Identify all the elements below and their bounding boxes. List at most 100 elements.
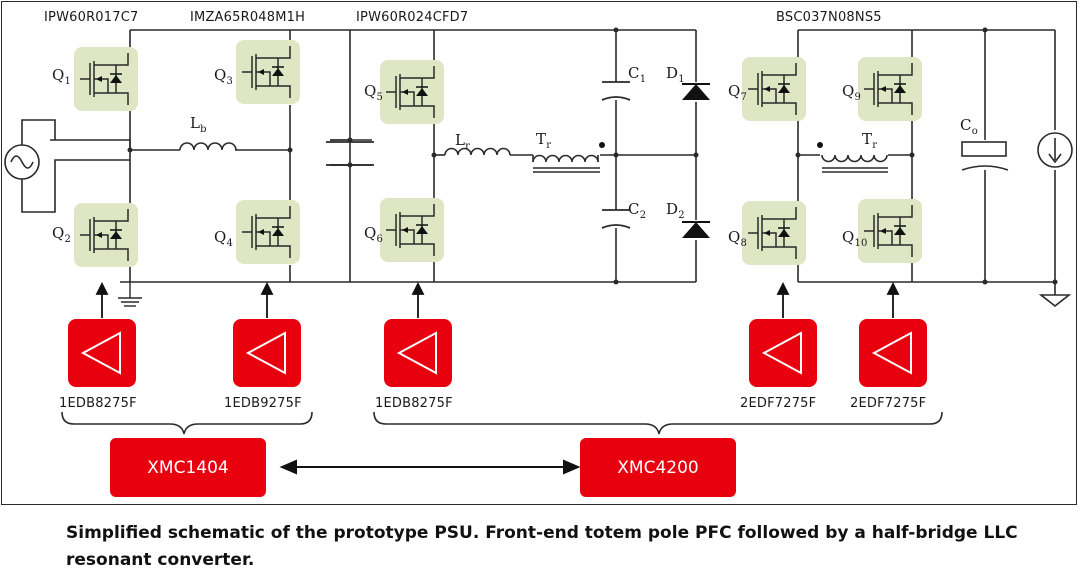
mosfet-q7 [742, 57, 806, 121]
designator-letter: C [960, 116, 972, 134]
designator-c1: C1 [628, 64, 646, 85]
polarity-dot-secondary [817, 142, 823, 148]
part-label-ipw60r017c7: IPW60R017C7 [44, 10, 139, 25]
designator-letter: Q [214, 228, 227, 246]
designator-subscript: 8 [740, 238, 748, 249]
designator-subscript: 10 [854, 238, 868, 249]
designator-c2: C2 [628, 200, 646, 221]
designator-subscript: 2 [639, 210, 647, 221]
inductor-lr [444, 147, 511, 156]
diode-d1 [682, 83, 710, 100]
designator-letter: Q [842, 82, 855, 100]
capacitor-c2 [601, 209, 631, 229]
designator-d2: D2 [666, 200, 685, 221]
part-label-bsc037n08ns5: BSC037N08NS5 [776, 10, 882, 25]
buffer-triangle-icon [761, 331, 802, 375]
capacitor-c1 [601, 81, 631, 101]
transformer-secondary [821, 154, 888, 173]
designator-q2: Q2 [52, 224, 71, 245]
designator-subscript: 9 [854, 92, 862, 103]
designator-lb: Lb [190, 114, 207, 135]
buffer-triangle-icon [245, 331, 286, 375]
designator-subscript: 4 [226, 238, 234, 249]
buffer-triangle-icon [80, 331, 121, 375]
part-label-imza65r048m1h: IMZA65R048M1H [190, 10, 306, 25]
designator-co: Co [960, 116, 978, 137]
designator-letter: Q [214, 66, 227, 84]
designator-subscript: 1 [64, 76, 72, 87]
designator-letter: D [666, 200, 679, 218]
designator-subscript: b [200, 124, 207, 135]
ac-source [4, 144, 40, 180]
designator-q5: Q5 [364, 82, 383, 103]
designator-q4: Q4 [214, 228, 233, 249]
driver-label-5: 2EDF7275F [850, 396, 927, 411]
designator-subscript: 3 [226, 76, 234, 87]
diode-d2 [682, 221, 710, 238]
designator-letter: Q [842, 228, 855, 246]
part-label-ipw60r024cfd7: IPW60R024CFD7 [356, 10, 469, 25]
designator-letter: L [190, 114, 201, 132]
designator-letter: Q [364, 82, 377, 100]
gate-driver-2 [233, 319, 301, 387]
controller-xmc1404: XMC1404 [110, 438, 266, 497]
driver-label-2: 1EDB9275F [224, 396, 302, 411]
mosfet-q3 [236, 40, 300, 104]
output-capacitor-co [961, 141, 1009, 171]
designator-subscript: 7 [740, 92, 748, 103]
controller-link-arrow [279, 459, 581, 475]
junction-dots [127, 27, 1058, 285]
designator-subscript: r [465, 141, 471, 152]
designator-letter: C [628, 64, 640, 82]
gate-driver-1 [68, 319, 136, 387]
gate-driver-4 [749, 319, 817, 387]
figure-caption: Simplified schematic of the prototype PS… [66, 523, 1018, 570]
designator-letter: Q [728, 82, 741, 100]
mosfet-q6 [380, 198, 444, 262]
designator-q6: Q6 [364, 224, 383, 245]
designator-subscript: 6 [376, 234, 384, 245]
designator-letter: C [628, 200, 640, 218]
mosfet-q1 [74, 47, 138, 111]
designator-letter: Q [364, 224, 377, 242]
designator-subscript: 1 [678, 74, 685, 85]
designator-subscript: o [971, 126, 978, 137]
driver-label-1: 1EDB8275F [59, 396, 137, 411]
designator-letter: T [536, 130, 547, 148]
ground-symbol-output [1038, 294, 1072, 308]
designator-q3: Q3 [214, 66, 233, 87]
driver-group-brackets [61, 411, 943, 435]
mosfet-q8 [742, 201, 806, 265]
mosfet-q4 [236, 200, 300, 264]
gate-drive-arrows [95, 281, 900, 318]
designator-letter: Q [728, 228, 741, 246]
designator-letter: Q [52, 66, 65, 84]
designator-q9: Q9 [842, 82, 861, 103]
ground-symbol-pfc [118, 282, 142, 307]
gate-driver-3 [384, 319, 452, 387]
mosfet-q9 [858, 57, 922, 121]
designator-tr-right: Tr [862, 130, 877, 151]
designator-letter: Q [52, 224, 65, 242]
designator-tr-left: Tr [536, 130, 551, 151]
transformer-primary [532, 154, 600, 173]
gate-driver-5 [859, 319, 927, 387]
load-current-source [1037, 132, 1073, 168]
designator-subscript: 2 [678, 210, 685, 221]
designator-q7: Q7 [728, 82, 747, 103]
schematic-frame [1, 1, 1077, 505]
designator-letter: D [666, 64, 679, 82]
designator-q10: Q10 [842, 228, 868, 249]
designator-letter: T [862, 130, 873, 148]
designator-subscript: 5 [376, 92, 384, 103]
buffer-triangle-icon [396, 331, 437, 375]
mosfet-q5 [380, 60, 444, 124]
buffer-triangle-icon [871, 331, 912, 375]
designator-subscript: 1 [639, 74, 647, 85]
mosfet-q10 [858, 199, 922, 263]
controller-xmc4200: XMC4200 [580, 438, 736, 497]
designator-subscript: r [546, 140, 552, 151]
polarity-dot-primary [599, 142, 605, 148]
mosfet-q2 [74, 203, 138, 267]
